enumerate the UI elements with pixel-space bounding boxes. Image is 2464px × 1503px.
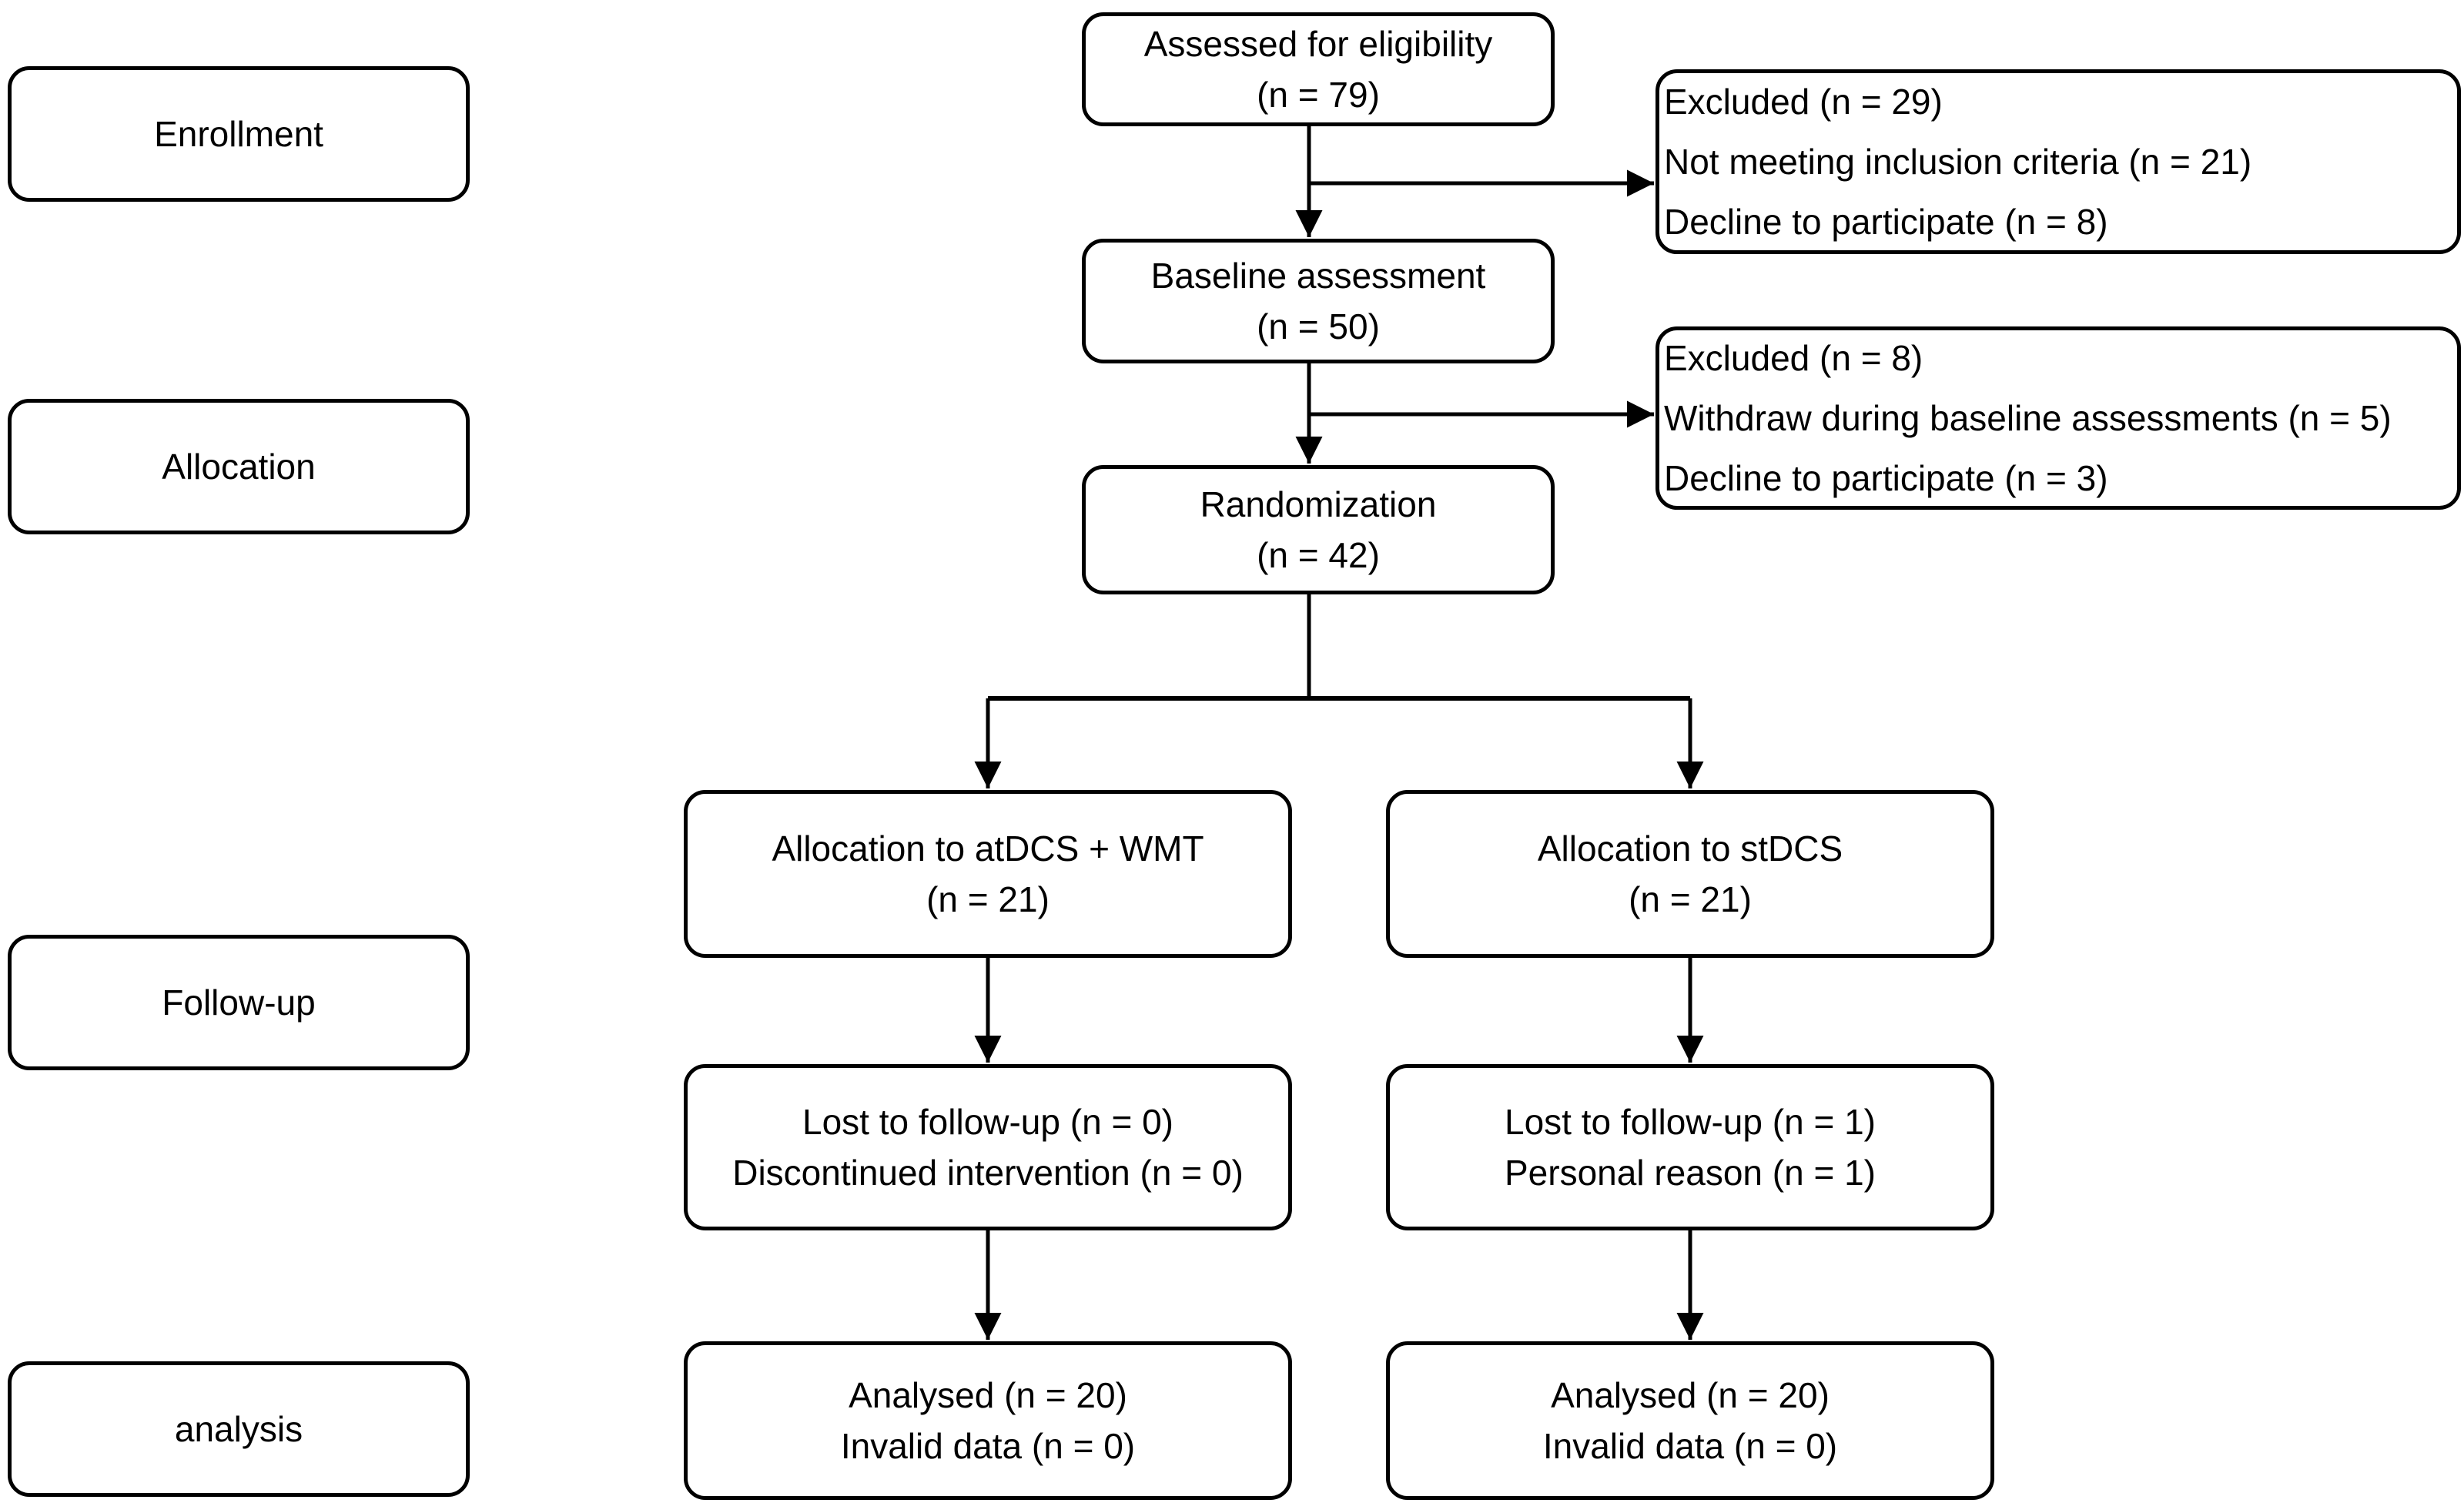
node-text-line: Invalid data (n = 0) — [1542, 1426, 1838, 1466]
node-text-line: Decline to participate (n = 3) — [1664, 458, 2108, 498]
node-assessed-for-eligibility: Assessed for eligibility (n = 79) — [1082, 12, 1555, 126]
stage-label-enrollment: Enrollment — [8, 66, 470, 202]
node-analysed-left: Analysed (n = 20) Invalid data (n = 0) — [684, 1341, 1292, 1500]
node-text-line: Allocation to atDCS + WMT — [772, 828, 1204, 869]
node-text-line: Lost to follow-up (n = 0) — [802, 1102, 1173, 1142]
stage-label-text: Follow-up — [162, 982, 316, 1023]
node-randomization: Randomization (n = 42) — [1082, 465, 1555, 594]
node-text-line: Withdraw during baseline assessments (n … — [1664, 398, 2392, 438]
node-text-line: Excluded (n = 29) — [1664, 82, 1943, 122]
node-text-line: Randomization — [1200, 484, 1437, 524]
stage-label-text: Allocation — [162, 447, 316, 487]
node-text-line: Decline to participate (n = 8) — [1664, 202, 2108, 242]
node-text-line: Assessed for eligibility — [1143, 24, 1493, 64]
node-text-line: Discontinued intervention (n = 0) — [732, 1153, 1244, 1193]
node-followup-left: Lost to follow-up (n = 0) Discontinued i… — [684, 1064, 1292, 1230]
node-allocation-atdcs-wmt: Allocation to atDCS + WMT (n = 21) — [684, 790, 1292, 958]
node-text-line: (n = 21) — [926, 879, 1050, 919]
node-text-line: (n = 21) — [1629, 879, 1752, 919]
node-analysed-right: Analysed (n = 20) Invalid data (n = 0) — [1386, 1341, 1994, 1500]
node-text-line: Baseline assessment — [1150, 256, 1486, 296]
node-text-line: (n = 50) — [1257, 306, 1380, 346]
node-text-line: Analysed (n = 20) — [1551, 1375, 1830, 1415]
node-text-line: (n = 79) — [1257, 75, 1380, 115]
node-excluded-enrollment: Excluded (n = 29) Not meeting inclusion … — [1656, 69, 2461, 254]
stage-label-text: Enrollment — [154, 114, 323, 154]
node-followup-right: Lost to follow-up (n = 1) Personal reaso… — [1386, 1064, 1994, 1230]
node-baseline-assessment: Baseline assessment (n = 50) — [1082, 239, 1555, 363]
node-text-line: Not meeting inclusion criteria (n = 21) — [1664, 142, 2252, 182]
node-text-line: Lost to follow-up (n = 1) — [1505, 1102, 1876, 1142]
stage-label-allocation: Allocation — [8, 399, 470, 534]
stage-label-followup: Follow-up — [8, 935, 470, 1070]
node-text-line: (n = 42) — [1257, 535, 1380, 575]
stage-label-text: analysis — [174, 1409, 303, 1449]
node-text-line: Allocation to stDCS — [1537, 828, 1843, 869]
stage-label-analysis: analysis — [8, 1361, 470, 1497]
node-excluded-baseline: Excluded (n = 8) Withdraw during baselin… — [1656, 326, 2461, 510]
node-text-line: Personal reason (n = 1) — [1505, 1153, 1876, 1193]
node-text-line: Excluded (n = 8) — [1664, 338, 1923, 378]
node-text-line: Analysed (n = 20) — [849, 1375, 1127, 1415]
node-allocation-stdcs: Allocation to stDCS (n = 21) — [1386, 790, 1994, 958]
node-text-line: Invalid data (n = 0) — [840, 1426, 1136, 1466]
